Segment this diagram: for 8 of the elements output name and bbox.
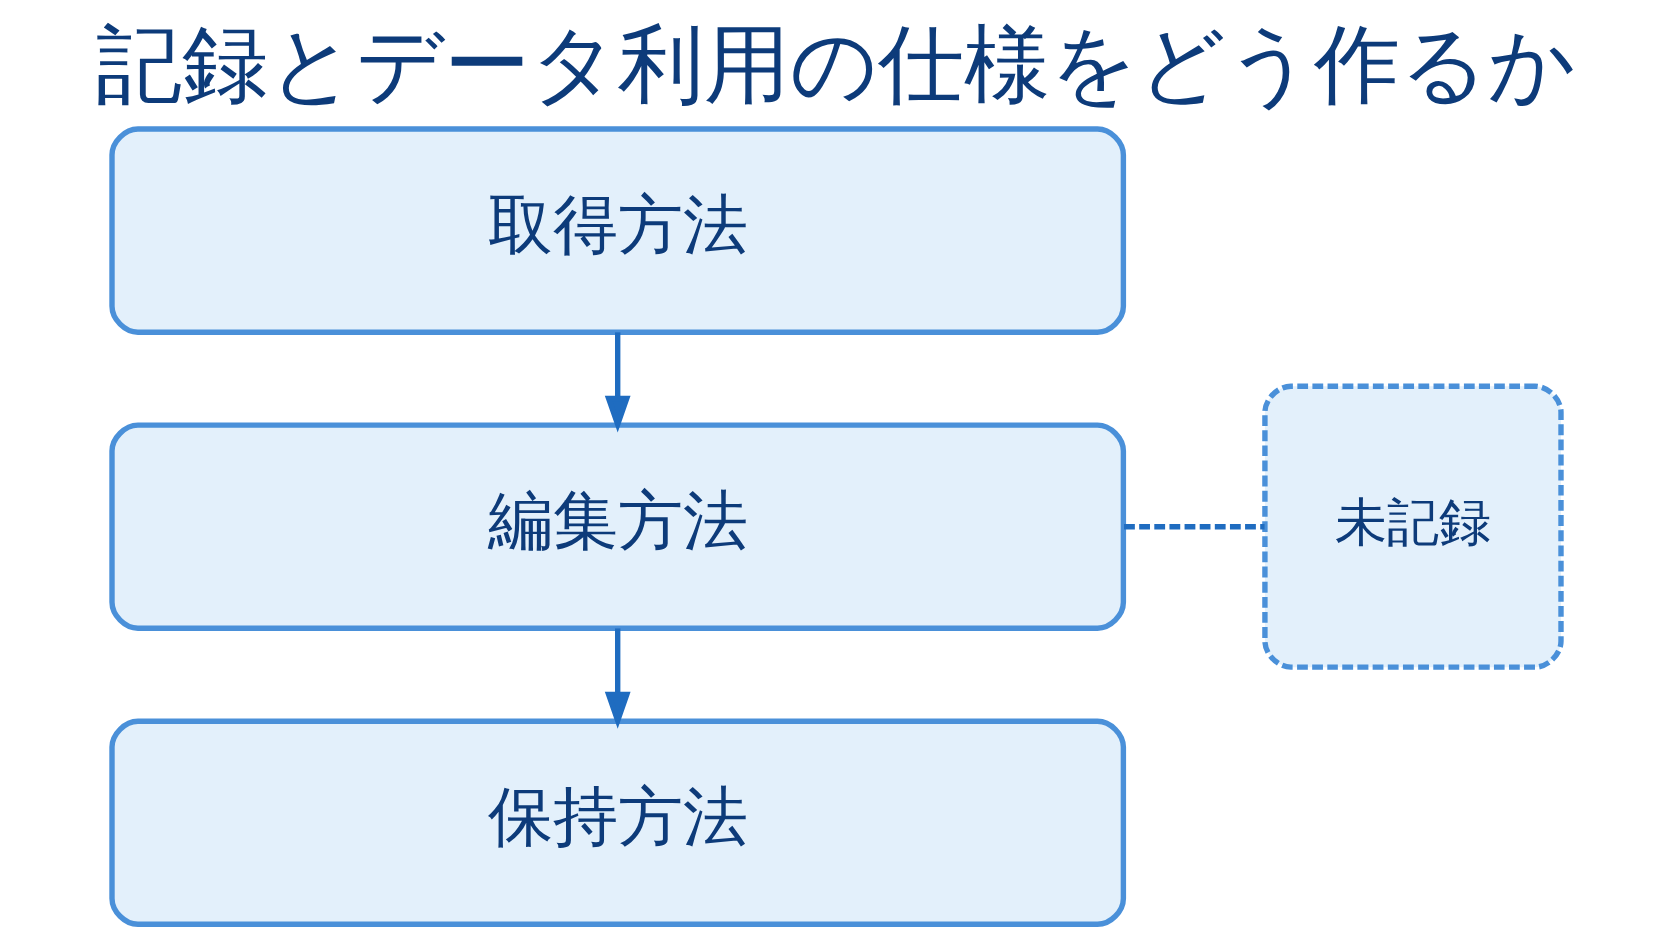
- arrow: [604, 628, 631, 729]
- node-box: 編集方法: [108, 422, 1126, 631]
- node-box: 未記録: [1261, 383, 1564, 670]
- connector: [1123, 524, 1265, 530]
- node-box: 取得方法: [108, 126, 1126, 335]
- diagram-title: 記録とデータ利用の仕様をどう作るか: [96, 14, 1576, 115]
- arrow: [604, 332, 631, 433]
- node-box: 保持方法: [108, 718, 1126, 928]
